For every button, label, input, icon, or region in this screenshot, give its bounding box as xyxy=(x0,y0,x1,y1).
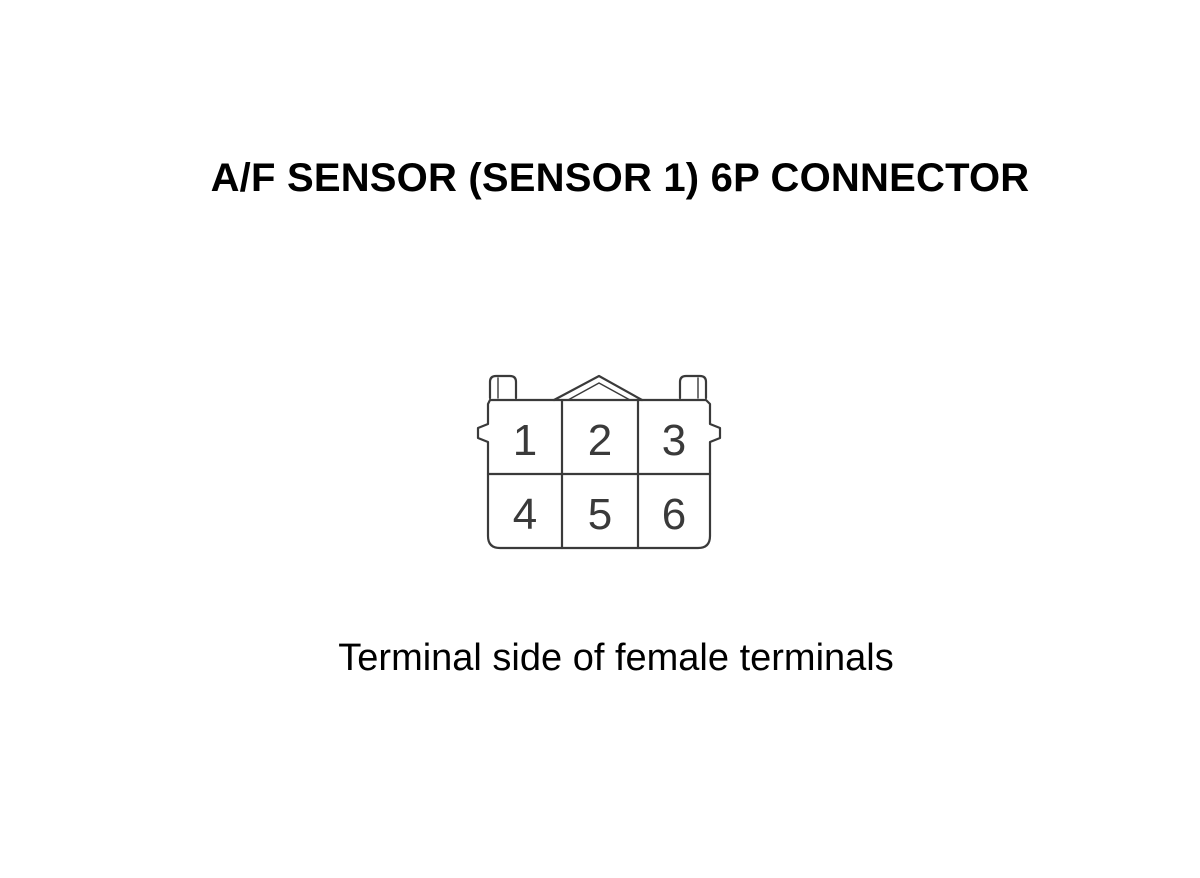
pin-3: 3 xyxy=(662,416,686,465)
connector-diagram: 1 2 3 4 5 6 xyxy=(476,374,722,550)
pin-6: 6 xyxy=(662,490,686,539)
pin-1: 1 xyxy=(513,416,537,465)
pin-2: 2 xyxy=(588,416,612,465)
connector-housing xyxy=(476,398,722,550)
diagram-title: A/F SENSOR (SENSOR 1) 6P CONNECTOR xyxy=(210,156,1030,200)
connector-outline xyxy=(476,374,722,550)
diagram-caption: Terminal side of female terminals xyxy=(338,637,894,679)
pin-5: 5 xyxy=(588,490,612,539)
pin-4: 4 xyxy=(513,490,537,539)
left-latch xyxy=(488,374,518,400)
pin-labels: 1 2 3 4 5 6 xyxy=(513,416,686,539)
right-latch xyxy=(678,374,708,400)
top-key xyxy=(552,374,644,402)
